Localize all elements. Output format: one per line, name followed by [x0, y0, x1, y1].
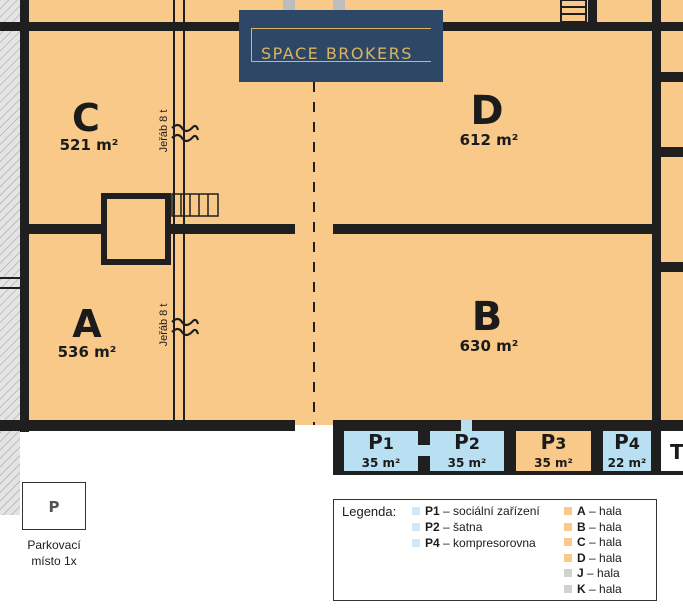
- legend-swatch: [564, 538, 572, 546]
- hall-d-area: 612 m²: [459, 131, 519, 149]
- legend: Legenda: P1 – sociální zařízení P2 – šat…: [333, 499, 657, 601]
- legend-item-d: D – hala: [564, 551, 622, 566]
- legend-item-j: J – hala: [564, 566, 620, 581]
- bottom-wall-left: [0, 420, 295, 431]
- left-hatched-strip: [0, 0, 20, 515]
- legend-item-k: K – hala: [564, 582, 622, 597]
- ladder-rungs: [180, 194, 209, 216]
- right-strip-floor: [660, 0, 683, 425]
- room-p4-fill: [603, 431, 651, 471]
- legend-swatch: [564, 584, 572, 593]
- top-wall-stub: [588, 0, 597, 24]
- legend-swatch: [564, 553, 572, 562]
- room-p3-code: P3: [540, 430, 567, 454]
- column: [333, 0, 345, 12]
- right-wall-stub: [660, 262, 683, 272]
- legend-item-p2: P2 – šatna: [412, 520, 482, 535]
- parking-code: P: [48, 498, 60, 516]
- room-p4-code: P4: [614, 430, 640, 454]
- room-p3-fill: [516, 431, 591, 471]
- room-p1-fill: [344, 431, 418, 471]
- room-p2-code: P2: [454, 430, 480, 454]
- legend-swatch: [564, 569, 572, 577]
- room-p1-code: P1: [368, 430, 394, 454]
- brand-frame: [251, 28, 431, 62]
- hall-a-letter: A: [72, 302, 102, 346]
- crane-label-top: Jeřáb 8 t: [158, 109, 170, 153]
- room-p2-label: P2 35 m²: [430, 431, 504, 470]
- stair-top: [560, 0, 587, 23]
- room-p4-label: P4 22 m²: [600, 431, 654, 470]
- brand-logo: SPACE BROKERS: [239, 10, 443, 82]
- brand-name: SPACE BROKERS: [261, 44, 413, 63]
- middle-wall-right: [333, 224, 655, 234]
- hall-a-area: 536 m²: [57, 343, 117, 361]
- legend-swatch: [412, 523, 420, 531]
- legend-swatch: [412, 539, 420, 547]
- room-t-fill: [661, 431, 683, 471]
- legend-item-p4: P4 – kompresorovna: [412, 536, 536, 551]
- hall-b-letter: B: [471, 294, 503, 340]
- parking-label: Parkovací místo 1x: [16, 537, 92, 569]
- parking-label-line1: Parkovací: [27, 538, 81, 552]
- legend-item-a: A – hala: [564, 504, 622, 519]
- hall-b-area: 630 m²: [459, 337, 519, 355]
- room-p2-fill: [430, 431, 504, 471]
- right-wall-stub: [660, 147, 683, 157]
- hall-c-area: 521 m²: [59, 136, 119, 154]
- room-t-label: T: [670, 440, 683, 464]
- parking-label-line2: místo 1x: [31, 554, 77, 568]
- right-wall-stub: [660, 72, 683, 82]
- legend-item-p1: P1 – sociální zařízení: [412, 504, 540, 519]
- crane-hook-icon: [171, 123, 200, 143]
- crane-label-bottom: Jeřáb 8 t: [158, 303, 170, 347]
- shaft: [101, 193, 171, 265]
- room-connector: [418, 445, 430, 456]
- right-wall: [652, 0, 661, 432]
- hall-c-letter: C: [72, 96, 100, 140]
- ladder: [171, 193, 219, 217]
- legend-swatch: [564, 507, 572, 515]
- legend-item-b: B – hala: [564, 520, 622, 535]
- room-p3-label: P3 35 m²: [516, 431, 591, 470]
- crane-hook-icon: [171, 317, 200, 337]
- room-p1-label: P1 35 m²: [344, 431, 418, 470]
- column: [283, 0, 295, 12]
- room-connector: [461, 420, 472, 431]
- legend-swatch: [412, 507, 420, 515]
- parking-spot: P: [22, 482, 86, 530]
- left-wall: [20, 0, 29, 432]
- hall-d-letter: D: [470, 88, 504, 134]
- legend-item-c: C – hala: [564, 535, 622, 550]
- legend-swatch: [564, 522, 572, 531]
- legend-title: Legenda:: [342, 504, 397, 519]
